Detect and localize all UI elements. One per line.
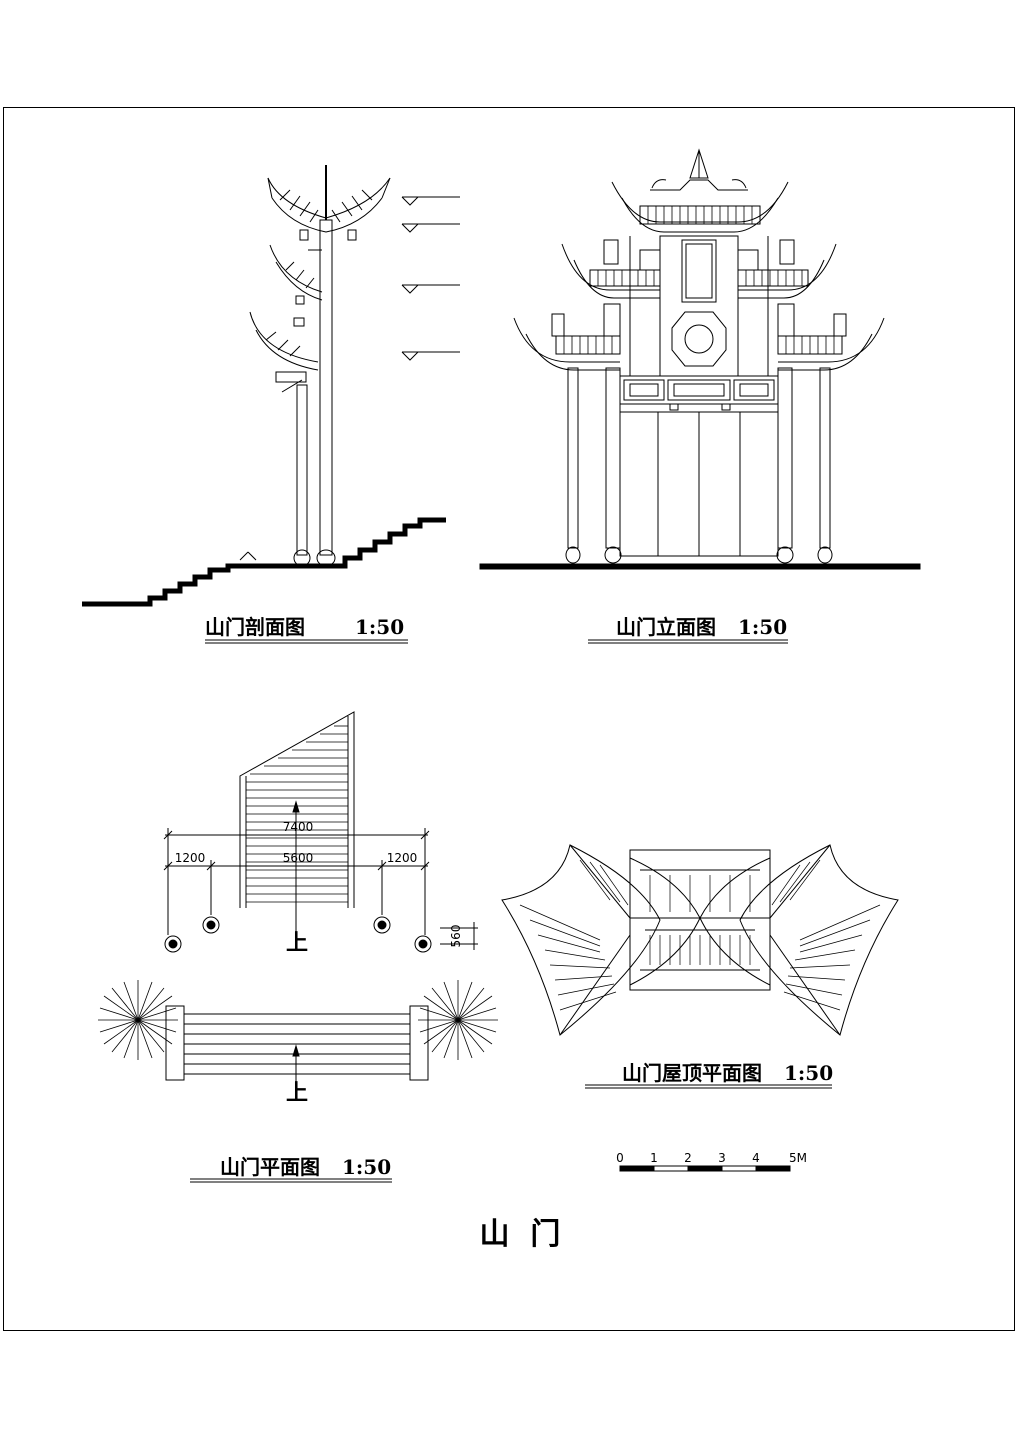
plan-drawing: 上 7400 5600 1200 1200 560 [98, 711, 498, 1106]
elevation-roof-middle [561, 239, 837, 299]
plan-shrub-right [418, 980, 498, 1060]
plan-stair-upper-label: 上 [286, 930, 308, 956]
roof-plan-scale: 1:50 [784, 1061, 833, 1085]
plan-dimension-lines [163, 828, 478, 950]
section-scale: 1:50 [355, 615, 404, 639]
section-roof-top [267, 177, 391, 241]
plan-upper-stair [239, 711, 355, 950]
scale-tick-5: 5M [789, 1151, 807, 1165]
sheet-title: 山 门 [480, 1217, 561, 1252]
section-column-front [296, 384, 308, 556]
sheet-border [3, 107, 1015, 1331]
plan-stair-lower-label: 上 [286, 1080, 308, 1106]
scale-tick-3: 3 [718, 1151, 726, 1165]
section-ground-steps [82, 517, 446, 607]
scale-tick-2: 2 [684, 1151, 692, 1165]
elevation-roof-lower [513, 303, 885, 371]
plan-dim-center: 5600 [283, 851, 314, 865]
elevation-scale: 1:50 [738, 615, 787, 639]
scale-tick-4: 4 [752, 1151, 760, 1165]
plan-dim-overall: 7400 [283, 820, 314, 834]
section-drawing [82, 165, 460, 607]
elevation-title: 山门立面图 [616, 615, 716, 639]
section-column-rear [319, 219, 333, 556]
elevation-door-panels [619, 411, 779, 557]
elevation-tower-body [629, 235, 769, 377]
section-title: 山门剖面图 [205, 615, 305, 639]
roof-plan-drawing [501, 844, 899, 1036]
plan-scale: 1:50 [342, 1155, 391, 1179]
plan-title: 山门平面图 [220, 1155, 320, 1179]
plan-dim-side-right: 1200 [387, 851, 418, 865]
roof-plan-title: 山门屋顶平面图 [622, 1061, 762, 1085]
scale-tick-1: 1 [650, 1151, 658, 1165]
section-roof-middle [269, 244, 323, 305]
scale-tick-0: 0 [616, 1151, 624, 1165]
elevation-drawing [479, 148, 921, 570]
section-roof-lower [249, 311, 319, 393]
plan-shrub-left [98, 980, 178, 1060]
elevation-ground [479, 563, 921, 570]
section-level-markers [401, 196, 460, 361]
plan-dim-side-left: 1200 [175, 851, 206, 865]
plan-column-bases [164, 916, 432, 953]
plan-lower-stair [165, 1005, 429, 1100]
plan-dim-depth: 560 [449, 925, 463, 948]
scale-bar: 0 1 2 3 4 5M [616, 1151, 807, 1172]
elevation-lattice-band [619, 375, 779, 411]
elevation-roof-top [611, 148, 789, 233]
